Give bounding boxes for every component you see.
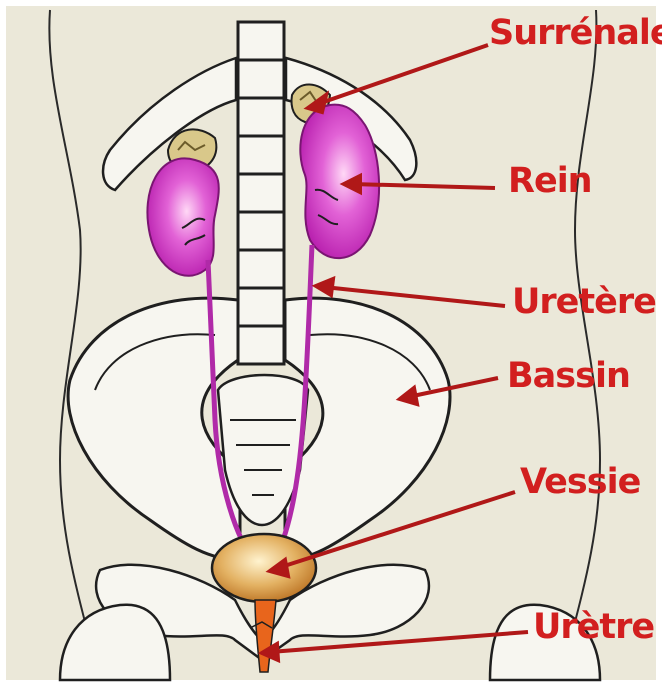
label-rein: Rein [508,164,592,199]
kidney-right [300,105,379,259]
bladder [212,534,316,602]
femur-left [60,605,170,680]
body-outline-right [560,10,600,680]
urethra [255,600,276,672]
kidney-left [147,158,218,275]
label-uretre: Urètre [533,610,654,645]
spine [238,22,284,364]
label-surrenale: Surrénale [489,16,662,51]
arrow-surrenale [315,45,488,105]
label-bassin: Bassin [507,359,630,394]
label-vessie: Vessie [520,465,640,500]
label-uretere: Uretère [512,285,656,320]
